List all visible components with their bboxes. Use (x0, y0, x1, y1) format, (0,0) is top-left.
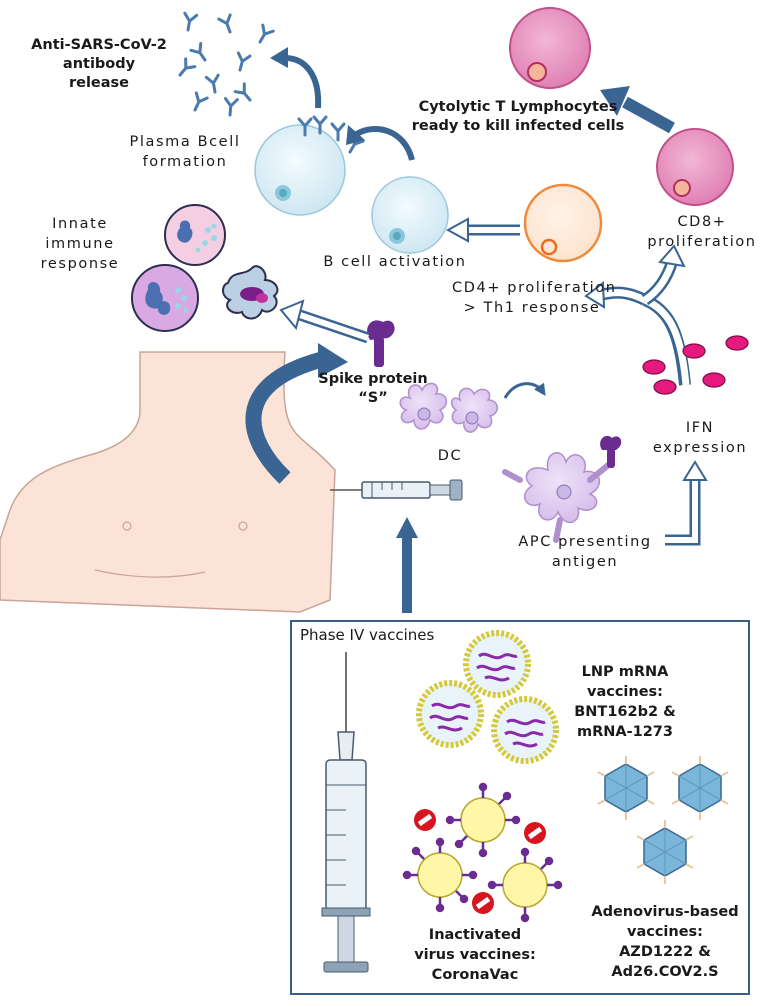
cd4-cell (523, 183, 603, 263)
ifn-particles (642, 335, 749, 395)
vaccine-panel (290, 620, 750, 995)
ctl-label: Cytolytic T Lymphocytes ready to kill in… (411, 99, 625, 134)
inactivated-virus-particles (402, 782, 563, 923)
bcell-to-plasma-arrow (346, 125, 415, 161)
ifn-branch-arrows (584, 244, 691, 386)
spike-protein (367, 320, 395, 367)
spike-to-innate-arrow (279, 299, 370, 344)
ifn-expression-label: IFN expression (652, 420, 748, 456)
plasma-bcell-label: Plasma Bcell formation (129, 134, 241, 170)
apc-cell (502, 435, 622, 543)
vaccine-box-title: Phase IV vaccines (300, 626, 435, 644)
cd8-cells (509, 7, 734, 206)
lnp-vaccines-label: LNP mRNA vaccines: BNT162b2 & mRNA-1273 (574, 664, 676, 740)
innate-response-label: Innate immune response (40, 216, 120, 272)
spike-protein-label: Spike protein “S” (318, 371, 428, 406)
large-syringe (321, 652, 371, 973)
injection-syringe (330, 479, 463, 501)
apc-to-ifn-arrow (665, 460, 708, 546)
cd4-to-bcell-arrow (445, 217, 522, 243)
adenovirus-vaccines-label: Adenovirus-based vaccines: AZD1222 & Ad2… (591, 904, 739, 980)
bcell-activation-label: B cell activation (323, 254, 467, 270)
b-cells (254, 115, 449, 254)
torso-to-spike-arrow (245, 343, 348, 484)
cd4-proliferation-label: CD4+ proliferation > Th1 response (452, 280, 617, 316)
inactivated-vaccines-label: Inactivated virus vaccines: CoronaVac (414, 927, 536, 983)
plasma-to-antibody-arrow (270, 47, 322, 109)
apc-label: APC presenting antigen (518, 534, 652, 570)
released-antibodies (173, 11, 275, 118)
cd8-to-ctl-arrow (600, 86, 675, 134)
dendritic-cells (399, 382, 498, 433)
lnp-particles (416, 630, 559, 764)
adenovirus-particles (597, 756, 729, 884)
inhibit-icons (414, 809, 546, 914)
cd8-proliferation-label: CD8+ proliferation (647, 214, 757, 250)
human-torso (0, 351, 336, 613)
antibody-release-label: Anti-SARS-CoV-2 antibody release (31, 37, 167, 91)
vaccine-up-arrow (396, 517, 418, 613)
dc-to-apc-arrow (503, 382, 546, 399)
dc-label: DC (437, 448, 463, 464)
innate-cells (131, 204, 279, 332)
